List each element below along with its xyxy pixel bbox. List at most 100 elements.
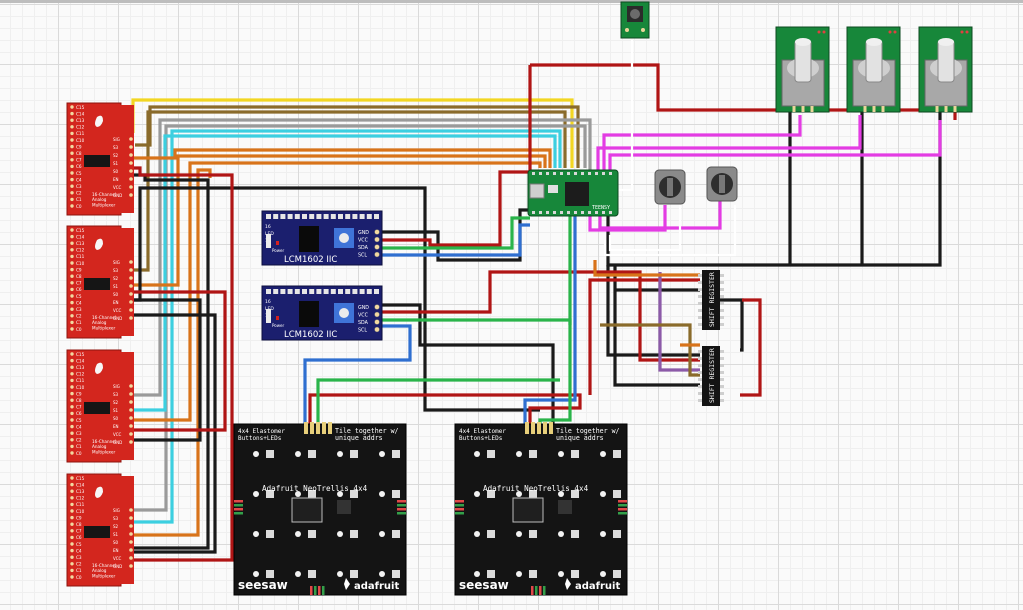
mux-pin[interactable] (129, 508, 133, 512)
button-pad-dot[interactable] (379, 571, 385, 577)
lcd-header-pin[interactable] (338, 289, 343, 294)
channel-pin[interactable] (70, 562, 74, 566)
channel-pin[interactable] (70, 476, 74, 480)
ic-pin[interactable] (698, 288, 702, 291)
channel-pin[interactable] (70, 184, 74, 188)
teensy-pin[interactable] (595, 211, 598, 214)
lcd-header-pin[interactable] (323, 289, 329, 294)
push-button[interactable] (620, 1, 650, 39)
mux-pin[interactable] (129, 300, 133, 304)
ic-pin[interactable] (698, 385, 702, 388)
channel-pin[interactable] (70, 358, 74, 363)
ic-pin[interactable] (698, 357, 702, 360)
mux-pin[interactable] (129, 556, 133, 560)
edge-pad[interactable] (618, 504, 627, 507)
lcd-header-pin[interactable] (359, 214, 365, 219)
button-pad-dot[interactable] (516, 491, 522, 497)
mux-pin[interactable] (129, 260, 133, 264)
channel-pin[interactable] (70, 164, 74, 169)
channel-pin[interactable] (70, 451, 74, 455)
teensy-pin[interactable] (553, 211, 556, 214)
edge-pad[interactable] (322, 586, 325, 595)
teensy-pin[interactable] (588, 211, 591, 214)
mux-pin[interactable] (129, 432, 133, 436)
mux-pin[interactable] (129, 516, 133, 520)
ic-pin[interactable] (720, 309, 724, 312)
mux-pin[interactable] (129, 137, 133, 141)
lcd-header-pin[interactable] (266, 214, 271, 219)
ic-pin[interactable] (720, 399, 724, 402)
lcd-header-pin[interactable] (287, 289, 293, 294)
edge-pad[interactable] (397, 500, 406, 503)
button-pad-dot[interactable] (516, 531, 522, 537)
button-pad-dot[interactable] (474, 451, 480, 457)
shift-register-ic[interactable]: SHIFT REGISTER (698, 270, 724, 330)
neotrellis-header-pin[interactable] (316, 422, 320, 434)
ic-pin[interactable] (720, 357, 724, 360)
channel-pin[interactable] (70, 482, 74, 487)
ic-pin[interactable] (720, 364, 724, 367)
button-pad-dot[interactable] (295, 571, 301, 577)
channel-pin[interactable] (70, 248, 74, 252)
mux-pin[interactable] (129, 169, 133, 173)
edge-pad[interactable] (618, 508, 627, 511)
neotrellis-header-pin[interactable] (549, 422, 553, 434)
channel-pin[interactable] (70, 125, 74, 129)
ic-pin[interactable] (698, 364, 702, 367)
mux-pin[interactable] (129, 185, 133, 189)
mux-pin[interactable] (129, 284, 133, 288)
edge-pad[interactable] (618, 512, 627, 515)
button-pad-dot[interactable] (600, 491, 606, 497)
lcd-pin[interactable] (374, 229, 380, 235)
ic-pin[interactable] (698, 392, 702, 395)
channel-pin[interactable] (70, 314, 74, 318)
teensy-pin[interactable] (532, 211, 535, 214)
ic-pin[interactable] (720, 295, 724, 298)
lcd-header-pin[interactable] (330, 214, 336, 219)
button-pad-dot[interactable] (474, 491, 480, 497)
multiplexer-board[interactable]: C15C14C13C12C11C10C9C8C7C6C5C4C3C2C1C0SI… (66, 473, 134, 587)
lcd-header-pin[interactable] (302, 289, 307, 294)
wires[interactable] (131, 40, 957, 562)
ic-pin[interactable] (698, 274, 702, 277)
teensy-pin[interactable] (581, 211, 584, 214)
ic-pin[interactable] (698, 323, 702, 326)
neotrellis-header-pin[interactable] (531, 422, 535, 434)
lcd-header-pin[interactable] (374, 214, 379, 219)
button-pad-dot[interactable] (337, 491, 343, 497)
mux-pin[interactable] (129, 153, 133, 157)
channel-pin[interactable] (70, 542, 74, 546)
ic-pin[interactable] (698, 350, 702, 353)
lcd-header-pin[interactable] (280, 214, 286, 219)
edge-pad[interactable] (535, 586, 538, 595)
shift-register-ic[interactable]: SHIFT REGISTER (698, 346, 724, 406)
lcd-header-pin[interactable] (366, 214, 372, 219)
channel-pin[interactable] (70, 307, 74, 311)
channel-pin[interactable] (70, 365, 74, 369)
lcd-header-pin[interactable] (316, 289, 322, 294)
channel-pin[interactable] (70, 418, 74, 422)
button-pad-dot[interactable] (379, 531, 385, 537)
channel-pin[interactable] (70, 515, 74, 520)
lcd-header-pin[interactable] (359, 289, 365, 294)
channel-pin[interactable] (70, 352, 74, 356)
button-pad-dot[interactable] (253, 491, 259, 497)
teensy-board[interactable]: TEENSY (527, 169, 619, 217)
lcd-header-pin[interactable] (323, 214, 329, 219)
channel-pin[interactable] (70, 300, 74, 305)
button-pad-dot[interactable] (558, 531, 564, 537)
button-pad-dot[interactable] (600, 571, 606, 577)
mux-pin[interactable] (129, 408, 133, 412)
lcd-pin[interactable] (374, 236, 380, 243)
potentiometer-pin[interactable] (881, 106, 885, 112)
edge-pad[interactable] (455, 512, 464, 515)
button-pad-dot[interactable] (379, 491, 385, 497)
channel-pin[interactable] (70, 204, 74, 208)
teensy-pin[interactable] (567, 172, 570, 175)
ic-pin[interactable] (698, 316, 702, 319)
lcd-header-pin[interactable] (294, 214, 300, 219)
edge-pad[interactable] (618, 500, 627, 503)
